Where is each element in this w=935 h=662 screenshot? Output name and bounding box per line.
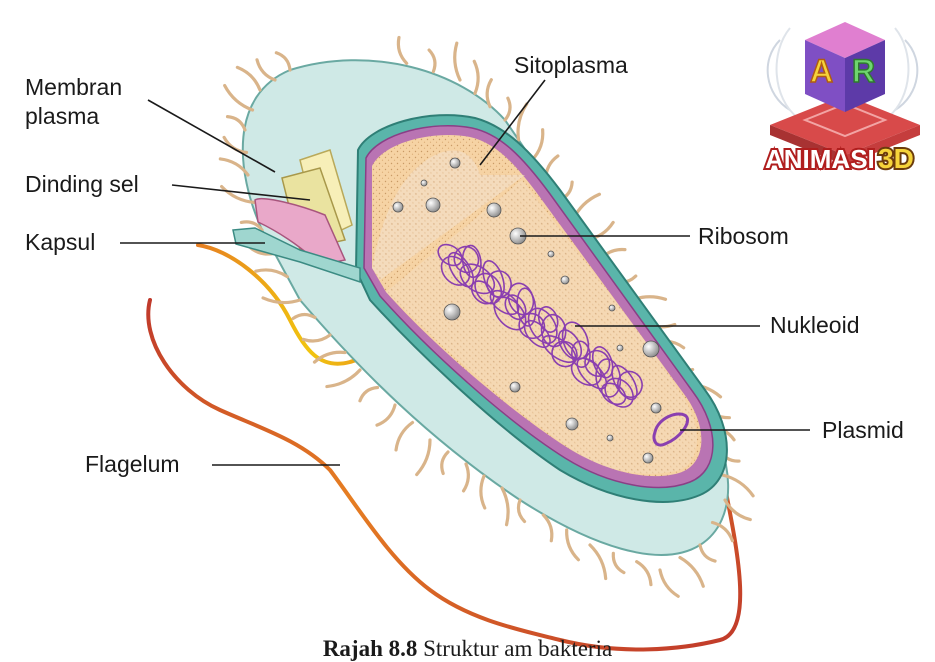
pilus [487, 80, 491, 107]
label-flagelum: Flagelum [85, 451, 180, 477]
label-dinding-sel: Dinding sel [25, 171, 139, 197]
pilus [505, 98, 510, 120]
pilus [225, 86, 253, 110]
pilus [481, 476, 485, 508]
pilus [637, 562, 651, 585]
ribosome [643, 341, 659, 357]
pilus [237, 67, 260, 90]
caption-prefix: Rajah [323, 636, 383, 661]
pilus [660, 570, 678, 596]
pilus [567, 530, 579, 560]
badge-suffix: 3D [878, 143, 914, 174]
ar-animasi-3d-logo: A R ANIMASI 3D [765, 22, 920, 174]
ribosome [487, 203, 501, 217]
pilus [360, 388, 378, 401]
caption-text: Struktur am bakteria [423, 636, 612, 661]
ribosome [393, 202, 403, 212]
label-plasma: plasma [25, 103, 99, 129]
badge-text: ANIMASI [765, 144, 875, 174]
label-kapsul: Kapsul [25, 229, 95, 255]
pilus [700, 545, 715, 561]
ribosome [426, 198, 440, 212]
pilus [257, 60, 275, 80]
ribosome [444, 304, 460, 320]
pilus [228, 117, 245, 130]
pilus [276, 53, 290, 70]
label-ribosom: Ribosom [698, 223, 789, 249]
ribosome [617, 345, 623, 351]
ribosome [561, 276, 569, 284]
pilus [474, 61, 478, 93]
pilus [455, 43, 460, 80]
ribosome [510, 382, 520, 392]
ribosome [609, 305, 615, 311]
pilus [293, 314, 315, 318]
ribosome [421, 180, 427, 186]
ribosome [651, 403, 661, 413]
ribosome [643, 453, 653, 463]
label-membran: Membran [25, 74, 122, 100]
label-sitoplasma: Sitoplasma [514, 52, 628, 78]
pilus [396, 423, 412, 450]
ribosome [548, 251, 554, 257]
label-nukleoid: Nukleoid [770, 312, 860, 338]
pilus [263, 298, 300, 303]
pilus [613, 553, 624, 572]
pilus [377, 405, 395, 425]
ribosome [607, 435, 613, 441]
pilus [327, 370, 360, 387]
pilus [464, 464, 469, 491]
pilus [256, 270, 288, 277]
pilus [398, 37, 406, 63]
ribosome [450, 158, 460, 168]
caption-number: 8.8 [389, 636, 418, 661]
figure-caption: Rajah 8.8 Struktur am bakteria [0, 636, 935, 662]
pilus [502, 488, 508, 525]
pilus [680, 558, 703, 587]
pilus [303, 335, 330, 341]
pilus [417, 440, 430, 475]
label-plasmid: Plasmid [822, 417, 904, 443]
pilus [429, 50, 435, 72]
ribosome [566, 418, 578, 430]
pilus [590, 545, 606, 579]
pilus [442, 452, 448, 473]
badge-letter-a: A [810, 53, 833, 89]
pilus [532, 130, 543, 160]
badge-letter-r: R [852, 53, 875, 89]
